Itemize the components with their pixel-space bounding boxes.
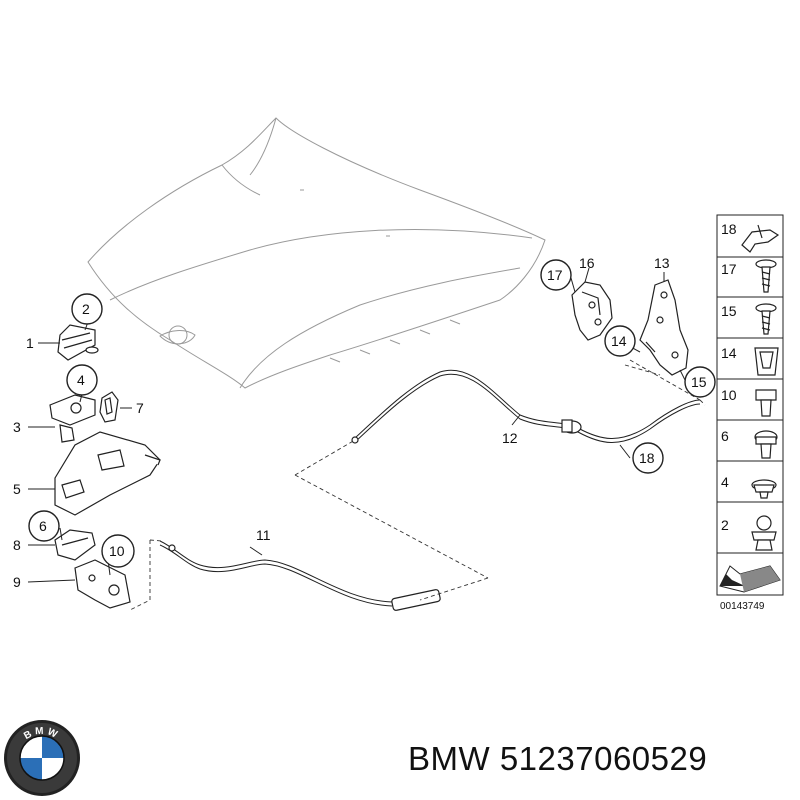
- table-label-4: 4: [721, 474, 729, 490]
- fastener-table: 18 17 15 14 10 6 4 2: [716, 214, 784, 612]
- part-lock-assembly: [49, 391, 119, 443]
- arrow-symbol: [719, 565, 781, 593]
- svg-text:15: 15: [691, 374, 707, 390]
- svg-text:2: 2: [82, 301, 90, 317]
- table-label-2: 2: [721, 517, 729, 533]
- part-number: 51237060529: [499, 740, 708, 777]
- routing-lines: [129, 359, 706, 611]
- svg-text:3: 3: [13, 419, 21, 435]
- svg-text:14: 14: [611, 333, 627, 349]
- part-9-latch: [74, 559, 131, 609]
- screw-17-drawing: [755, 259, 777, 293]
- svg-text:5: 5: [13, 481, 21, 497]
- svg-text:13: 13: [654, 255, 670, 271]
- table-label-10: 10: [721, 387, 737, 403]
- svg-text:6: 6: [39, 518, 47, 534]
- callout-4: 4: [66, 364, 98, 396]
- callout-16: 16: [579, 255, 595, 271]
- footer-caption: BMW 51237060529: [408, 740, 707, 778]
- table-label-17: 17: [721, 261, 737, 277]
- table-label-6: 6: [721, 428, 729, 444]
- bolt-4-drawing: [751, 479, 777, 499]
- callout-5: 5: [13, 481, 21, 497]
- callout-15: 15: [684, 366, 716, 398]
- drawing-number: 00143749: [720, 601, 765, 612]
- callout-9: 9: [13, 574, 21, 590]
- callout-12: 12: [502, 430, 518, 446]
- callout-11: 11: [256, 527, 271, 543]
- svg-text:12: 12: [502, 430, 518, 446]
- table-label-18: 18: [721, 221, 737, 237]
- clip-18-drawing: [741, 224, 780, 253]
- callout-14: 14: [604, 325, 636, 357]
- cable-12: [351, 369, 701, 444]
- callout-6: 6: [28, 510, 60, 542]
- rivet-2-drawing: [751, 515, 777, 551]
- bolt-10-drawing: [755, 389, 777, 417]
- svg-text:18: 18: [639, 450, 655, 466]
- svg-text:11: 11: [256, 527, 271, 543]
- callout-17: 17: [540, 259, 572, 291]
- callout-13: 13: [654, 255, 670, 271]
- callout-8: 8: [13, 537, 21, 553]
- part-2-bumper: [57, 324, 99, 361]
- bmw-logo: BMW: [4, 720, 80, 796]
- svg-text:8: 8: [13, 537, 21, 553]
- part-16-bracket: [571, 281, 613, 341]
- callout-10-left: 10: [101, 534, 135, 568]
- callout-1: 1: [26, 335, 34, 351]
- bmw-logo-letters: BMW: [22, 726, 61, 742]
- callout-2: 2: [71, 293, 103, 325]
- svg-text:10: 10: [109, 543, 125, 559]
- svg-text:16: 16: [579, 255, 595, 271]
- part-5-bracket: [54, 431, 161, 516]
- screw-15-drawing: [755, 303, 777, 335]
- callout-3: 3: [13, 419, 21, 435]
- svg-text:17: 17: [547, 267, 563, 283]
- brand-name: BMW: [408, 740, 491, 777]
- part-13-hinge: [639, 279, 689, 376]
- table-label-14: 14: [721, 345, 737, 361]
- cable-11: [159, 540, 441, 611]
- svg-text:9: 9: [13, 574, 21, 590]
- bolt-6-drawing: [754, 430, 778, 459]
- table-label-15: 15: [721, 303, 737, 319]
- svg-text:7: 7: [136, 400, 144, 416]
- part-8-plate: [54, 529, 96, 561]
- clip-nut-14-drawing: [754, 347, 779, 376]
- hood-outline: [87, 117, 546, 389]
- callout-7: 7: [136, 400, 144, 416]
- svg-text:4: 4: [77, 372, 85, 388]
- svg-text:1: 1: [26, 335, 34, 351]
- callout-18: 18: [632, 442, 664, 474]
